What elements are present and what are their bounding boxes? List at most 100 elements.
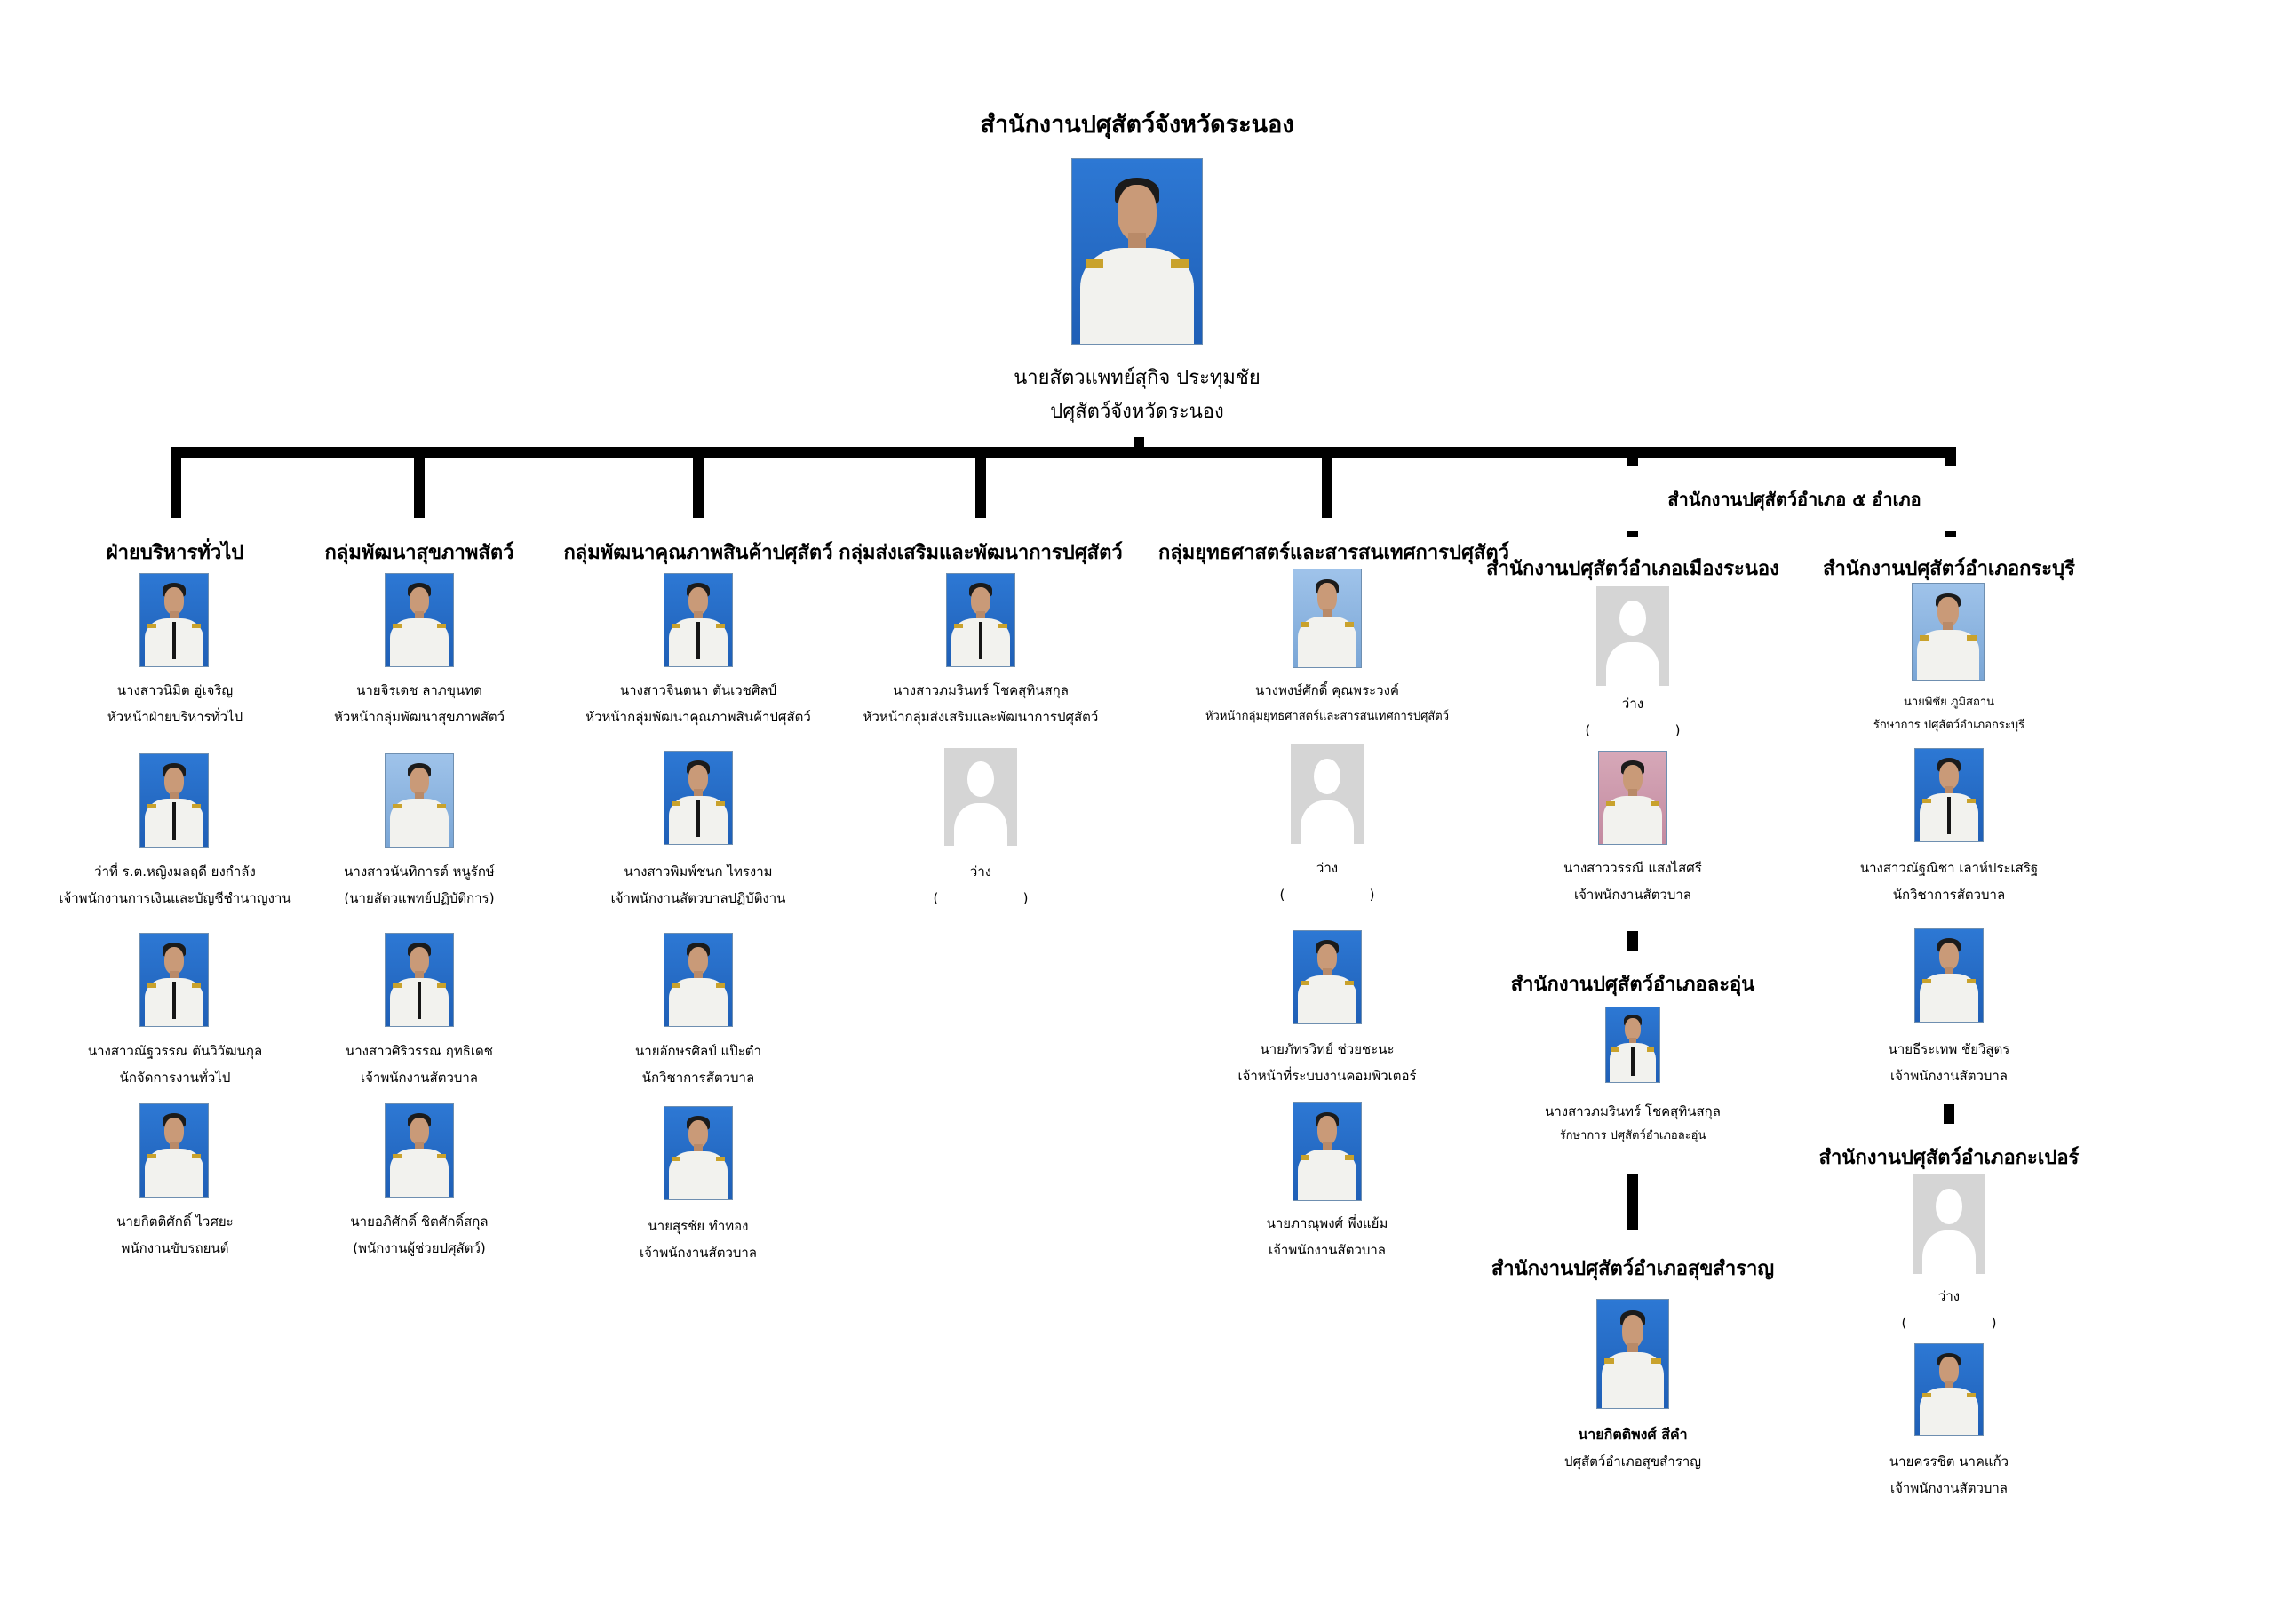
- connector-strategy: [1322, 447, 1332, 518]
- member-photo: [385, 573, 454, 667]
- vacant-label: ว่าง: [969, 864, 992, 880]
- member-position: เจ้าพนักงานสัตวบาล: [1268, 1242, 1387, 1258]
- chart-title: สำนักงานปศุสัตว์จังหวัดระนอง: [980, 111, 1294, 139]
- member-photo: [1598, 751, 1667, 845]
- connector-promotion: [975, 447, 986, 518]
- head-connector: [1134, 437, 1144, 450]
- member-name: นางสาวจินตนา ตันเวชศิลป์: [619, 682, 777, 698]
- district-title-kraburi: สำนักงานปศุสัตว์อำเภอกระบุรี: [1823, 558, 2075, 580]
- member-photo: [1293, 930, 1362, 1024]
- member-name: นายภาณุพงศ์ พึ่งแย้ม: [1266, 1215, 1388, 1231]
- member-photo: [385, 1103, 454, 1198]
- member-position: เจ้าพนักงานการเงินและบัญชีชำนาญงาน: [59, 890, 291, 906]
- member-name: นายพิชัย ภูมิสถาน: [1903, 696, 1995, 709]
- connector-mueang-la-un: [1627, 931, 1638, 951]
- member-position: นักจัดการงานทั่วไป: [119, 1070, 231, 1086]
- member-name: นางสาวภมรินทร์ โชคสุทินสกุล: [1545, 1103, 1721, 1119]
- district-title-mueang: สำนักงานปศุสัตว์อำเภอเมืองระนอง: [1486, 558, 1779, 580]
- member-position: นักวิชาการสัตวบาล: [1892, 887, 2006, 903]
- member-photo: [385, 753, 454, 848]
- vacant-label: ว่าง: [1937, 1288, 1961, 1304]
- member-name: นายภัทรวิทย์ ช่วยชะนะ: [1260, 1041, 1395, 1057]
- member-name: นายธีระเทพ ชัยวิสูตร: [1888, 1041, 2010, 1057]
- member-name: นางสาวศิริวรรณ ฤทธิเดช: [346, 1043, 493, 1059]
- member-photo: [139, 753, 209, 848]
- member-position: เจ้าพนักงานสัตวบาล: [1889, 1480, 2009, 1496]
- group-title-product-quality: กลุ่มพัฒนาคุณภาพสินค้าปศุสัตว์: [563, 542, 833, 564]
- member-name: นายสุรชัย ทำทอง: [648, 1218, 749, 1234]
- member-photo: [385, 933, 454, 1027]
- member-position: หัวหน้ากลุ่มยุทธศาสตร์และสารสนเทศการปศุส…: [1205, 710, 1450, 723]
- member-position: เจ้าพนักงานสัตวบาล: [360, 1070, 479, 1086]
- member-photo: [664, 1106, 733, 1200]
- head-name: นายสัตวแพทย์สุกิจ ประทุมชัย: [1014, 367, 1261, 389]
- member-name: นางพงษ์ศักดิ์ คุณพระวงค์: [1255, 682, 1399, 698]
- connector-general: [171, 447, 181, 518]
- group-title-promotion: กลุ่มส่งเสริมและพัฒนาการปศุสัตว์: [839, 542, 1123, 564]
- member-photo: [1914, 1343, 1984, 1436]
- member-photo: [1914, 928, 1984, 1023]
- member-position: หัวหน้าฝ่ายบริหารทั่วไป: [107, 709, 243, 725]
- member-position: เจ้าพนักงานสัตวบาล: [1573, 887, 1692, 903]
- member-photo: [1293, 569, 1362, 668]
- vacant-position: ( ): [933, 890, 1029, 906]
- member-position: รักษาการ ปศุสัตว์อำเภอละอุ่น: [1559, 1129, 1706, 1142]
- member-name: นายครรชิต นาคแก้ว: [1889, 1453, 2009, 1469]
- member-photo: [664, 751, 733, 845]
- group-title-general-admin: ฝ่ายบริหารทั่วไป: [106, 542, 244, 564]
- member-position: ปศุสัตว์อำเภอสุขสำราญ: [1563, 1453, 1702, 1469]
- member-photo: [139, 1103, 209, 1198]
- vacant-position: ( ): [1585, 722, 1681, 738]
- member-photo: [139, 573, 209, 667]
- member-photo: [139, 933, 209, 1027]
- connector-health: [414, 447, 425, 518]
- member-position: นักวิชาการสัตวบาล: [641, 1070, 755, 1086]
- member-photo: [1914, 748, 1984, 842]
- member-photo: [664, 933, 733, 1027]
- district-header: สำนักงานปศุสัตว์อำเภอ ๕ อำเภอ: [1667, 489, 1921, 510]
- head-photo: [1071, 158, 1203, 345]
- vacant-position: ( ): [1279, 887, 1375, 903]
- member-name: นางสาวนิมิต อู่เจริญ: [116, 682, 234, 698]
- connector-quality: [693, 447, 704, 518]
- connector-kraburi-kapoe: [1944, 1104, 1954, 1124]
- connector-district-right: [1945, 447, 1956, 466]
- member-position: พนักงานขับรถยนต์: [121, 1240, 229, 1256]
- member-photo: [1596, 1299, 1669, 1409]
- vacant-photo-placeholder: [1291, 744, 1364, 844]
- connector-la-un-suk-samran: [1627, 1174, 1638, 1230]
- district-title-suk-samran: สำนักงานปศุสัตว์อำเภอสุขสำราญ: [1491, 1258, 1775, 1280]
- member-position: หัวหน้ากลุ่มพัฒนาสุขภาพสัตว์: [333, 709, 505, 725]
- member-position: รักษาการ ปศุสัตว์อำเภอกระบุรี: [1873, 719, 2025, 732]
- connector-district-left: [1627, 447, 1638, 466]
- main-horizontal-line: [171, 447, 1956, 458]
- district-title-kapoe: สำนักงานปศุสัตว์อำเภอกะเปอร์: [1818, 1147, 2080, 1169]
- member-position: เจ้าพนักงานสัตวบาล: [639, 1245, 758, 1261]
- member-name: นายกิตติพงศ์ สีคำ: [1578, 1426, 1688, 1443]
- vacant-photo-placeholder: [944, 748, 1017, 846]
- member-name: นายจิรเดช ลาภขุนทด: [356, 682, 482, 698]
- member-photo: [664, 573, 733, 667]
- member-name: นางสาวภมรินทร์ โชคสุทินสกุล: [893, 682, 1069, 698]
- member-name: นางสาวนันทิการต์ หนูรักษ์: [344, 864, 495, 880]
- vacant-photo-placeholder: [1913, 1174, 1985, 1274]
- member-name: นางสาวณัฐณิชา เลาห์ประเสริฐ: [1859, 860, 2039, 876]
- member-position: หัวหน้ากลุ่มพัฒนาคุณภาพสินค้าปศุสัตว์: [585, 709, 811, 725]
- member-name: นายอภิศักดิ์ ชิตศักดิ์สกุล: [350, 1214, 489, 1230]
- tick-district-right: [1945, 531, 1956, 537]
- member-name: นางสาวพิมพ์ชนก ไทรงาม: [624, 864, 773, 880]
- member-position: เจ้าพนักงานสัตวบาลปฏิบัติงาน: [610, 890, 786, 906]
- vacant-position: ( ): [1901, 1315, 1997, 1331]
- vacant-photo-placeholder: [1596, 586, 1669, 686]
- member-name: นางสาวณัฐวรรณ ตันวิวัฒนกุล: [87, 1043, 263, 1059]
- member-name: นางสาววรรณี แสงไสศรี: [1563, 860, 1702, 876]
- member-name: นายอักษรศิลป์ แป๊ะตำ: [635, 1043, 761, 1059]
- member-photo: [1293, 1102, 1362, 1201]
- member-position: เจ้าพนักงานสัตวบาล: [1889, 1068, 2009, 1084]
- member-photo: [1605, 1007, 1660, 1083]
- district-title-la-un: สำนักงานปศุสัตว์อำเภอละอุ่น: [1510, 974, 1755, 996]
- member-photo: [946, 573, 1015, 667]
- tick-district-left: [1627, 531, 1638, 537]
- head-position: ปศุสัตว์จังหวัดระนอง: [1050, 401, 1224, 423]
- group-title-animal-health: กลุ่มพัฒนาสุขภาพสัตว์: [324, 542, 514, 564]
